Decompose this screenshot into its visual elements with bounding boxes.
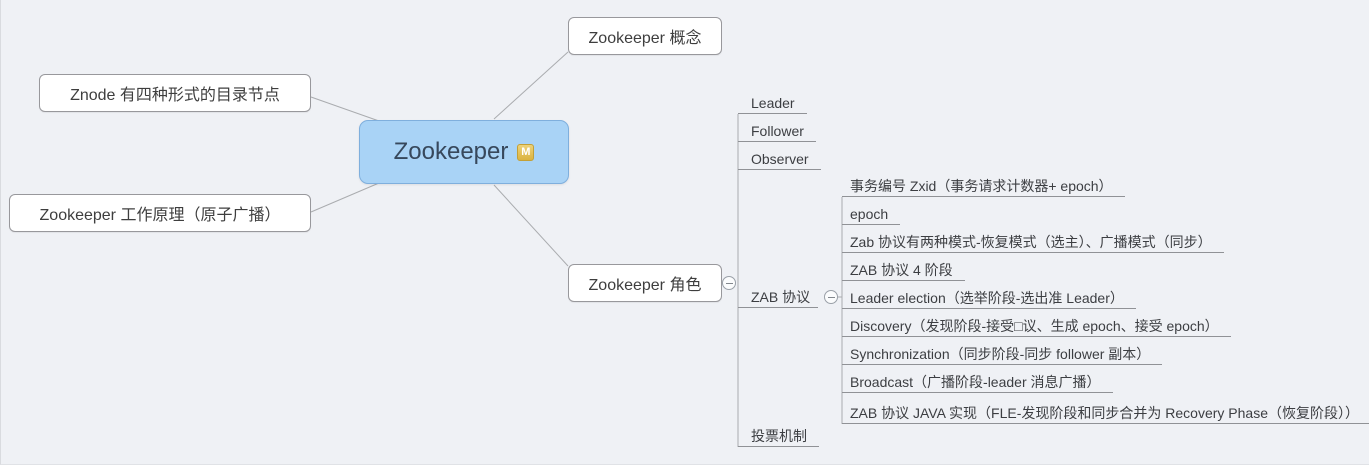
marker-m-icon[interactable]: M xyxy=(517,143,535,161)
node-working-principle[interactable]: Zookeeper 工作原理（原子广播） xyxy=(9,194,311,232)
node-label: Znode 有四种形式的目录节点 xyxy=(70,87,280,104)
node-observer[interactable]: Observer xyxy=(738,149,821,170)
node-label: Zookeeper 工作原理（原子广播） xyxy=(39,207,281,224)
node-znode-types[interactable]: Znode 有四种形式的目录节点 xyxy=(39,74,311,112)
node-follower[interactable]: Follower xyxy=(738,121,816,142)
node-zab-two-modes[interactable]: Zab 协议有两种模式-恢复模式（选主）、广播模式（同步） xyxy=(842,232,1224,253)
root-label: Zookeeper xyxy=(393,138,509,165)
node-leader-election[interactable]: Leader election（选举阶段-选出准 Leader） xyxy=(842,288,1136,309)
node-synchronization[interactable]: Synchronization（同步阶段-同步 follower 副本） xyxy=(842,344,1163,365)
collapse-toggle-zab[interactable] xyxy=(824,290,838,304)
root-node-zookeeper[interactable]: Zookeeper M xyxy=(359,120,569,184)
node-zab-protocol[interactable]: ZAB 协议 xyxy=(738,287,819,308)
node-zxid[interactable]: 事务编号 Zxid（事务请求计数器+ epoch） xyxy=(842,176,1125,197)
node-broadcast[interactable]: Broadcast（广播阶段-leader 消息广播） xyxy=(842,372,1113,393)
node-epoch[interactable]: epoch xyxy=(842,204,901,225)
node-voting-mechanism[interactable]: 投票机制 xyxy=(738,426,819,447)
node-zookeeper-roles[interactable]: Zookeeper 角色 xyxy=(568,264,722,302)
node-zab-four-phases[interactable]: ZAB 协议 4 阶段 xyxy=(842,260,965,281)
node-zookeeper-concept[interactable]: Zookeeper 概念 xyxy=(568,17,722,55)
minus-icon xyxy=(725,282,733,284)
node-zab-java-impl[interactable]: ZAB 协议 JAVA 实现（FLE-发现阶段和同步合并为 Recovery P… xyxy=(842,403,1369,424)
node-leader[interactable]: Leader xyxy=(738,93,807,114)
minus-icon xyxy=(827,296,835,298)
node-discovery[interactable]: Discovery（发现阶段-接受□议、生成 epoch、接受 epoch） xyxy=(842,316,1231,337)
collapse-toggle-roles[interactable] xyxy=(722,276,736,290)
node-label: Zookeeper 概念 xyxy=(588,30,702,47)
node-label: Zookeeper 角色 xyxy=(588,277,702,294)
